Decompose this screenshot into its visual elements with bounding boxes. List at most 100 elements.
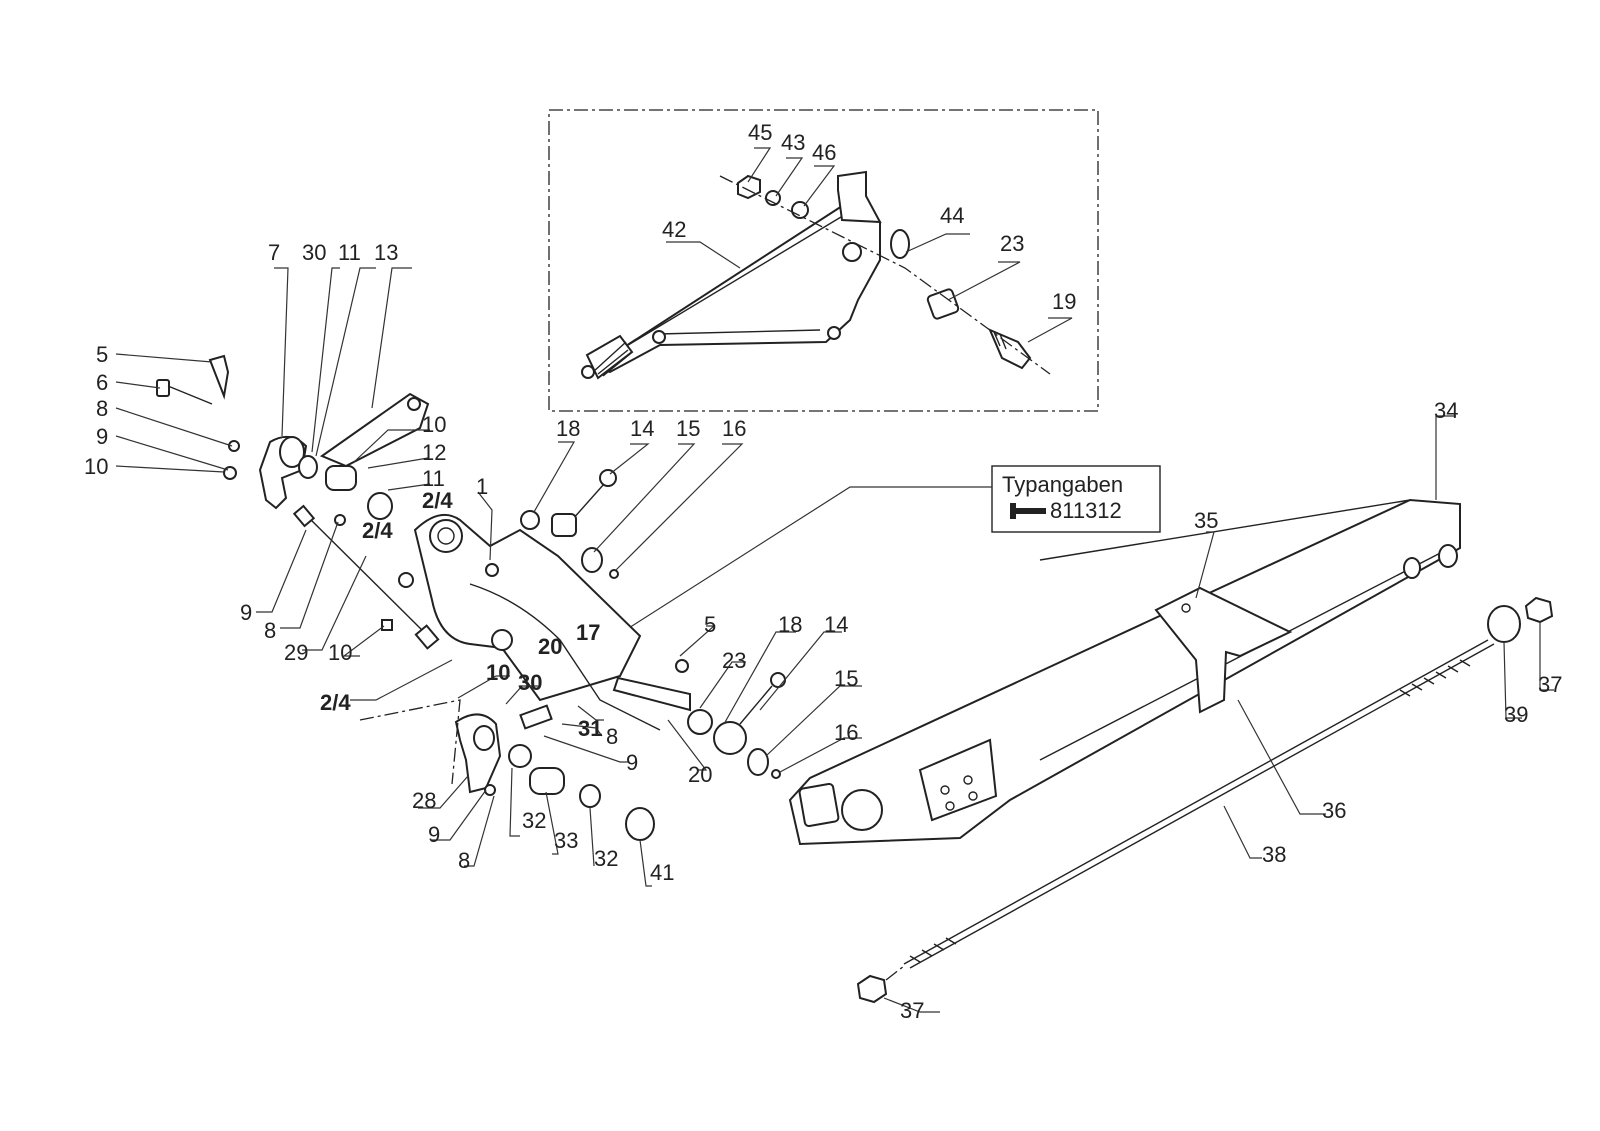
label-1: 1 (476, 474, 488, 499)
label-11-top: 11 (338, 240, 361, 265)
bushing-11 (367, 492, 393, 520)
label-5-mid: 5 (704, 612, 716, 637)
nut-45 (737, 174, 761, 200)
label-23-inset: 23 (1000, 231, 1024, 256)
ratchet-14-upper (551, 469, 617, 537)
label-39: 39 (1504, 702, 1528, 727)
label-29: 29 (284, 640, 308, 665)
label-2-4-a: 2/4 (422, 488, 453, 513)
pin-19 (988, 328, 1032, 370)
label-10-lower: 10 (486, 660, 510, 685)
label-14-mid: 14 (824, 612, 848, 637)
label-9-mid: 9 (240, 600, 252, 625)
label-43: 43 (781, 130, 805, 155)
washer-9-lower (484, 784, 496, 796)
label-31: 31 (578, 716, 602, 741)
label-9-left: 9 (96, 424, 108, 449)
label-15-mid: 15 (834, 666, 858, 691)
label-45: 45 (748, 120, 772, 145)
threaded-rod-38 (903, 639, 1495, 969)
rod-29 (292, 504, 440, 650)
label-9-bottom: 9 (428, 822, 440, 847)
label-10-mid: 10 (328, 640, 352, 665)
label-8-mid: 8 (264, 618, 276, 643)
label-18-mid: 18 (778, 612, 802, 637)
label-6: 6 (96, 370, 108, 395)
washer-41 (625, 807, 655, 841)
bushing-15-upper (581, 547, 603, 573)
label-37-right: 37 (1538, 672, 1562, 697)
label-14-upper: 14 (630, 416, 654, 441)
label-34: 34 (1434, 398, 1458, 423)
clip-16-upper (609, 569, 619, 579)
clevis-5-top (208, 354, 230, 400)
label-32-a: 32 (522, 808, 546, 833)
label-30-lower: 30 (518, 670, 542, 695)
label-8-bottom: 8 (458, 848, 470, 873)
label-13: 13 (374, 240, 398, 265)
label-20-left: 20 (538, 634, 562, 659)
washer-18-upper (520, 510, 540, 530)
label-8-left: 8 (96, 396, 108, 421)
nut-39 (1487, 605, 1521, 643)
type-info-box: Typangaben 811312 (991, 465, 1161, 533)
label-46: 46 (812, 140, 836, 165)
label-19: 19 (1052, 289, 1076, 314)
bushing-15-mid (747, 748, 769, 776)
label-16-upper: 16 (722, 416, 746, 441)
bushing-32-a (508, 744, 532, 768)
sleeve-33 (529, 767, 565, 795)
label-37-bottom: 37 (900, 998, 924, 1023)
label-15-upper: 15 (676, 416, 700, 441)
label-17: 17 (576, 620, 600, 645)
main-lever-1 (413, 513, 642, 702)
handbrake-lever (581, 170, 910, 380)
bushing-32-b (579, 784, 601, 808)
label-20-right: 20 (688, 762, 712, 787)
label-42: 42 (662, 217, 686, 242)
bolt-6 (156, 379, 213, 405)
nut-37-bottom (856, 974, 888, 1004)
label-28: 28 (412, 788, 436, 813)
label-9-lower-mid: 9 (626, 750, 638, 775)
label-30-top: 30 (302, 240, 326, 265)
label-5-left: 5 (96, 342, 108, 367)
bracket-35 (1154, 586, 1293, 714)
bolt-10-lower (381, 619, 393, 631)
frame-34 (788, 498, 1461, 846)
info-box-title: Typangaben (1002, 472, 1123, 497)
pin-23-mid (612, 659, 691, 712)
label-41: 41 (650, 860, 674, 885)
bushing-23-inset (926, 288, 960, 320)
washer-10-mid (398, 572, 414, 588)
label-10-right: 10 (422, 412, 446, 437)
label-12: 12 (422, 440, 446, 465)
label-2-4-b: 2/4 (362, 518, 393, 543)
bushing-12 (325, 465, 357, 491)
label-18-upper: 18 (556, 416, 580, 441)
leader-lines (115, 147, 1554, 1013)
clip-16-mid (771, 769, 781, 779)
label-33: 33 (554, 828, 578, 853)
label-38: 38 (1262, 842, 1286, 867)
lever-13 (319, 392, 430, 468)
label-35: 35 (1194, 508, 1218, 533)
label-32-b: 32 (594, 846, 618, 871)
label-7: 7 (268, 240, 280, 265)
label-8-lower-mid: 8 (606, 724, 618, 749)
label-23-mid: 23 (722, 648, 746, 673)
nut-37-right (1524, 596, 1554, 624)
label-10-left: 10 (84, 454, 108, 479)
plate-31 (519, 704, 553, 730)
bracket-28 (454, 713, 502, 794)
label-16-mid: 16 (834, 720, 858, 745)
bracket-7 (258, 435, 308, 510)
bushing-30 (298, 455, 318, 479)
label-11-right: 11 (422, 466, 445, 491)
label-2-4-c: 2/4 (320, 690, 351, 715)
label-44: 44 (940, 203, 964, 228)
info-box-code: 811312 (1050, 498, 1122, 523)
washer-9-left (228, 440, 240, 452)
label-36: 36 (1322, 798, 1346, 823)
